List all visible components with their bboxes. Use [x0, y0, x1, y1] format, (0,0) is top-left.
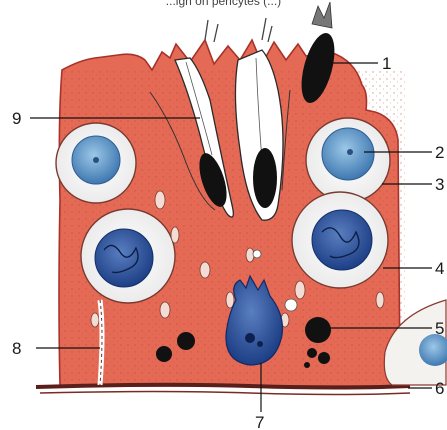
- label-8: 8: [12, 339, 21, 358]
- hair-cell-nucleus-2: [253, 148, 277, 208]
- label-4: 4: [435, 259, 444, 278]
- round-cell-lower-left: [81, 209, 175, 303]
- label-5: 5: [435, 319, 444, 338]
- round-cell-upper-left: [56, 123, 136, 203]
- label-6: 6: [435, 379, 444, 398]
- label-1: 1: [382, 54, 391, 73]
- round-cell-upper-right: [306, 118, 390, 202]
- label-7: 7: [255, 413, 264, 430]
- label-3: 3: [435, 175, 444, 194]
- label-9: 9: [12, 109, 21, 128]
- label-2: 2: [435, 143, 444, 162]
- round-cell-lower-right: [292, 192, 388, 288]
